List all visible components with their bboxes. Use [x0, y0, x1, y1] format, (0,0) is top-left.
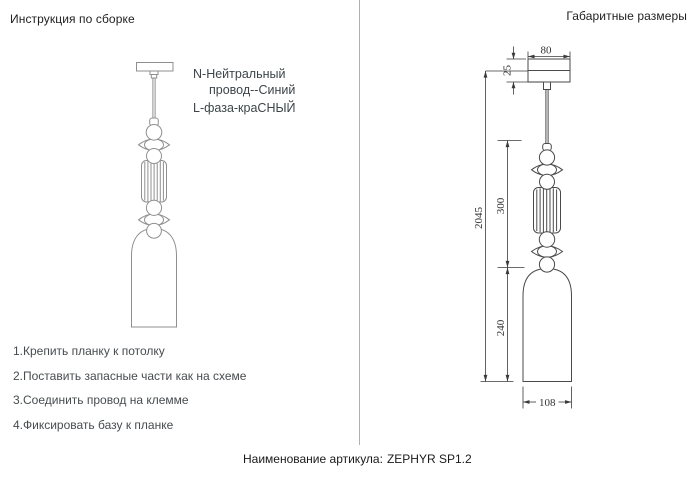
instruction-step-4: 4.Фиксировать базу к планке	[13, 417, 174, 432]
instruction-step-3: 3.Соединить провод на клемме	[13, 393, 189, 407]
cord-grip	[543, 81, 551, 90]
ribbed-glass-diffuser	[533, 187, 561, 234]
dim-label-shade-height: 240	[495, 319, 507, 336]
glass-sphere-3	[538, 231, 556, 248]
dimension-plate-width: 80	[527, 45, 571, 59]
glass-sphere-4	[146, 222, 162, 239]
dim-label-shade-width: 108	[539, 397, 556, 409]
cord-grip	[149, 70, 159, 75]
glass-sphere-3	[145, 199, 163, 216]
wiring-label-phase: L-фаза-краСНЫЙ	[193, 101, 296, 115]
ceiling-plate	[136, 62, 174, 72]
dimension-decor-stack-height: 300	[495, 140, 525, 268]
instruction-step-2: 2.Поставить запасные части как на схеме	[13, 368, 247, 383]
dim-label-decor-stack-height: 300	[495, 197, 507, 214]
wiring-label-neutral: N-Нейтральный	[193, 67, 286, 81]
dimension-annotations: 80 25 2045 300	[473, 45, 572, 409]
glass-sphere-1	[145, 124, 163, 141]
glass-lens-lower	[530, 245, 564, 258]
instruction-step-1: 1.Крепить планку к потолку	[13, 344, 165, 358]
glass-lens-lower	[137, 213, 171, 227]
suspension-cord	[152, 78, 156, 119]
article-name-value: ZEPHYR SP1.2	[386, 452, 472, 466]
dim-label-plate-width: 80	[541, 45, 553, 57]
dim-label-total-height: 2045	[473, 207, 485, 230]
glass-shade	[131, 227, 177, 328]
glass-shade	[522, 267, 572, 382]
glass-sphere-1	[538, 149, 556, 166]
assembly-instructions-list: 1.Крепить планку к потолку 2.Поставить з…	[13, 344, 246, 442]
assembly-lamp-drawing	[131, 62, 177, 328]
article-name-line: Наименование артикула:ZEPHYR SP1.2	[243, 452, 472, 466]
glass-sphere-2	[146, 148, 162, 164]
dimension-shade-width: 108	[522, 386, 572, 409]
dimension-plate-height: 25	[502, 46, 543, 95]
dim-label-plate-height: 25	[502, 65, 514, 77]
glass-sphere-4	[538, 256, 556, 273]
dimensions-section-title: Габаритные размеры	[566, 9, 687, 23]
glass-sphere-2	[539, 173, 555, 190]
dimensioned-lamp-drawing	[522, 58, 572, 382]
wiring-label-neutral-color: провод--Синий	[209, 83, 296, 97]
ribbed-glass-diffuser	[141, 160, 167, 203]
cord-grip-nut	[150, 74, 158, 79]
assembly-section-title: Инструкция по сборке	[10, 12, 135, 26]
dimension-total-height: 2045	[473, 70, 528, 382]
suspension-cord	[545, 89, 549, 144]
dimension-shade-height: 240	[495, 267, 510, 382]
article-name-label: Наименование артикула:	[243, 452, 383, 466]
